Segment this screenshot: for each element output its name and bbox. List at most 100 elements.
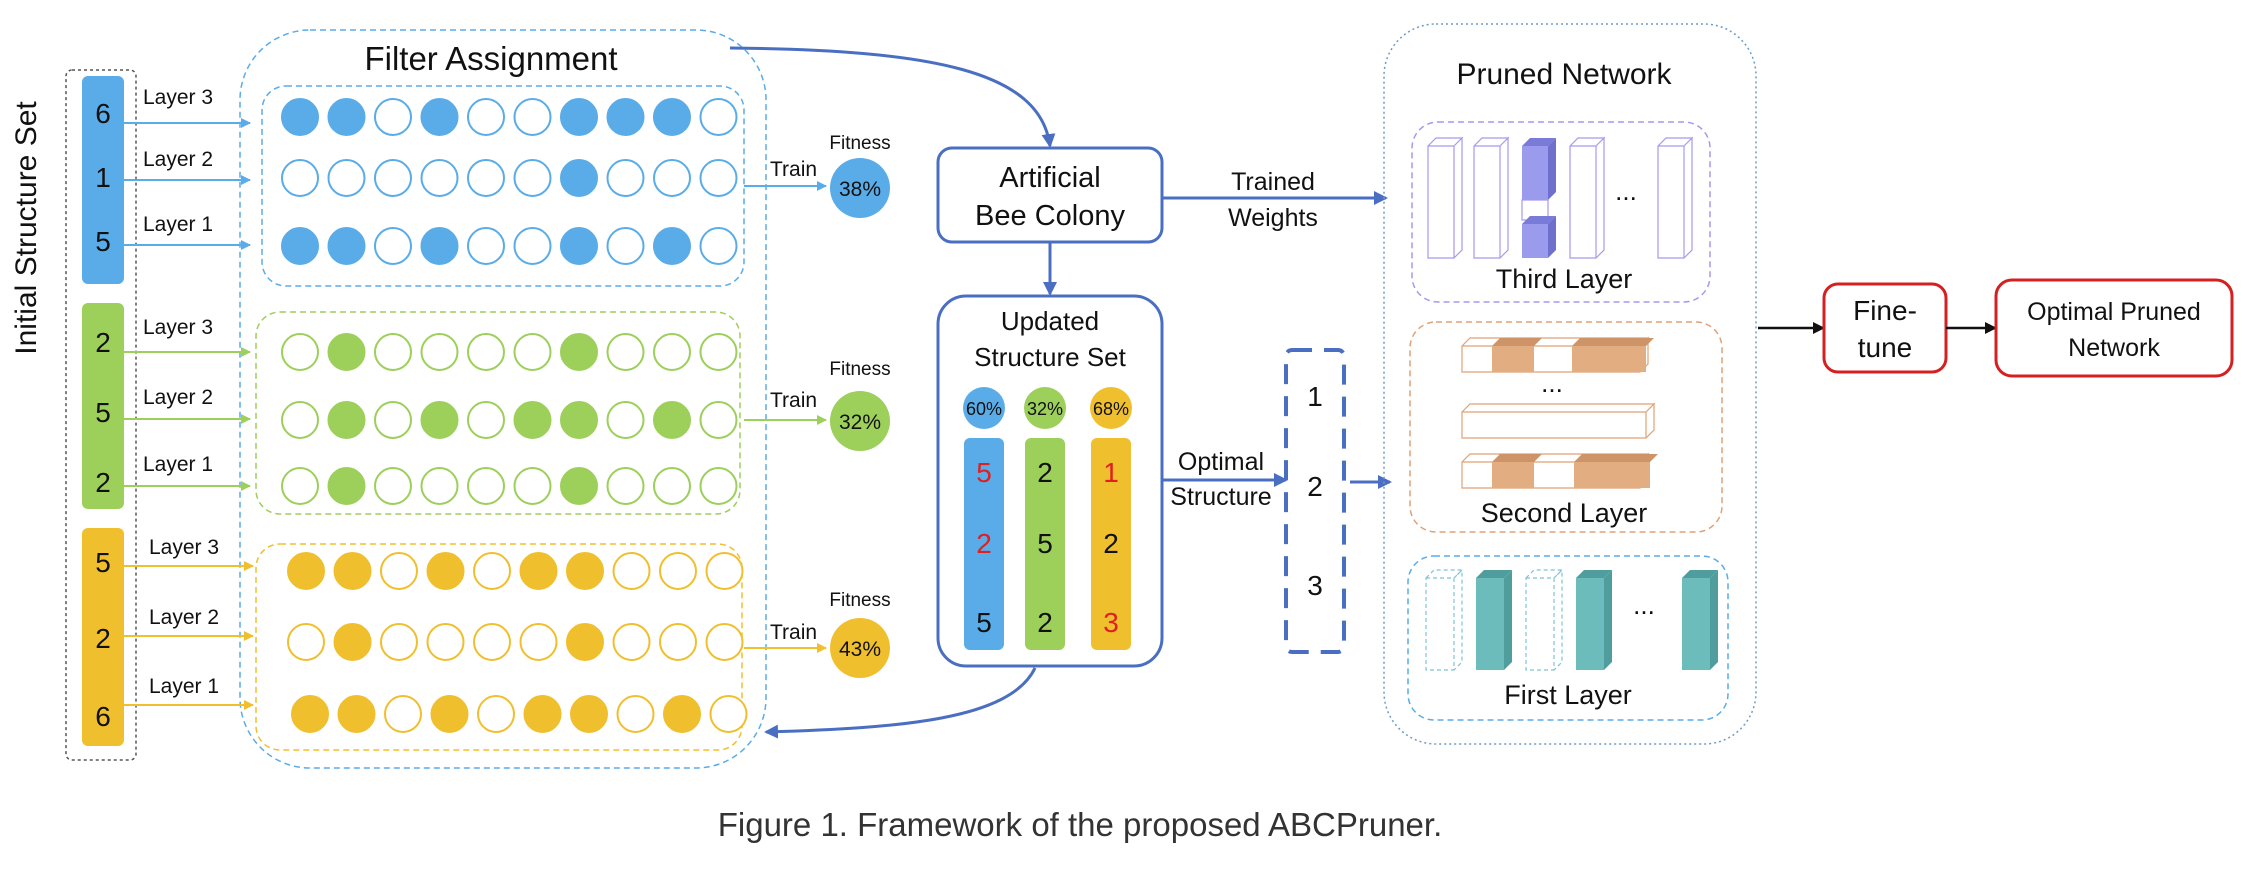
inactive-filter-circle — [606, 467, 645, 505]
train-label: Train — [770, 389, 817, 412]
active-filter-circle — [523, 695, 562, 733]
active-filter-circle — [281, 98, 319, 136]
inactive-filter-circle — [699, 98, 738, 136]
inactive-filter-circle — [467, 467, 505, 505]
active-filter-circle — [337, 695, 376, 733]
updated-bar-blue — [964, 438, 1004, 650]
active-filter-circle — [420, 227, 459, 265]
filter-slot — [1425, 568, 1464, 671]
trained-weights-line2: Weights — [1228, 204, 1318, 232]
updated-set-value: 5 — [976, 457, 992, 488]
active-filter-circle — [560, 333, 598, 371]
third-layer-filters: ... — [1427, 136, 1694, 259]
initial-set-value: 5 — [95, 226, 111, 257]
active-filter-circle — [560, 98, 598, 136]
inactive-filter-circle — [709, 695, 748, 733]
layer-label: Layer 1 — [143, 213, 213, 236]
inactive-filter-circle — [699, 333, 738, 371]
inactive-filter-circle — [327, 159, 366, 197]
inactive-filter-circle — [374, 227, 412, 265]
inactive-filter-circle — [384, 695, 422, 733]
kept-filter-top — [1522, 138, 1556, 146]
inactive-filter-circle — [467, 227, 505, 265]
first-layer-label: First Layer — [1504, 680, 1632, 710]
kept-filter-side — [1548, 216, 1556, 258]
active-filter-circle — [570, 695, 608, 733]
updated-bar-green — [1025, 438, 1065, 650]
layer-label: Layer 1 — [149, 675, 219, 698]
active-filter-circle — [653, 401, 691, 439]
filter-assignment: Filter Assignment — [239, 29, 767, 769]
layer-label: Layer 3 — [149, 536, 219, 559]
inactive-filter-circle — [374, 467, 412, 505]
kept-filter-side — [1710, 570, 1718, 670]
inactive-filter-circle — [519, 623, 558, 661]
filter-slot — [1525, 568, 1564, 671]
inactive-filter-circle — [467, 159, 505, 197]
initial-structure-set-label: Initial Structure Set — [10, 101, 43, 355]
inactive-filter-circle — [420, 467, 459, 505]
inactive-filter-circle — [380, 552, 418, 590]
trained-weights-line1: Trained — [1231, 168, 1315, 196]
inactive-filter-circle — [281, 401, 319, 439]
finetune-stage: Fine- tune Optimal Pruned Network — [1758, 278, 2234, 378]
inactive-filter-circle — [606, 159, 645, 197]
initial-structure-set: Initial Structure Set 6 1 5 2 5 2 5 2 6 — [10, 69, 137, 761]
inactive-filter-circle — [380, 623, 418, 661]
artificial-bee-colony-box: Artificial Bee Colony — [936, 146, 1164, 244]
inactive-filter-circle — [653, 333, 691, 371]
updated-structure-set: Updated Structure Set 60% 32% 68% 525252… — [936, 294, 1164, 668]
inactive-filter-circle — [612, 552, 651, 590]
kept-filter — [1522, 224, 1548, 258]
inactive-filter-circle — [287, 623, 325, 661]
active-filter-circle — [333, 623, 372, 661]
active-filter-circle — [327, 227, 366, 265]
inactive-filter-circle — [374, 159, 412, 197]
fitness-value: 38% — [839, 178, 881, 201]
initial-set-yellow-bar — [82, 528, 124, 746]
kept-filter-top — [1682, 570, 1718, 578]
updated-set-value: 5 — [976, 607, 992, 638]
inactive-filter-circle — [467, 333, 505, 371]
inactive-filter-circle — [467, 98, 505, 136]
optimal-pruned-network-box — [1994, 278, 2234, 378]
inactive-filter-circle — [281, 467, 319, 505]
layer-label: Layer 2 — [149, 606, 219, 629]
active-filter-circle — [560, 227, 598, 265]
pruned-network-frame — [1383, 23, 1757, 745]
inactive-filter-circle — [513, 159, 552, 197]
initial-set-value: 5 — [95, 547, 111, 578]
inactive-filter-circle — [705, 623, 744, 661]
inactive-filter-circle — [513, 227, 552, 265]
initial-set-value: 1 — [95, 162, 111, 193]
optimal-pruned-label-line2: Network — [2068, 334, 2160, 362]
updated-pct: 32% — [1027, 399, 1063, 419]
updated-set-title-line1: Updated — [1001, 306, 1099, 336]
kept-filter — [1682, 578, 1710, 670]
third-layer-label: Third Layer — [1496, 264, 1633, 294]
updated-bar-yellow — [1091, 438, 1131, 650]
filter-slot — [1461, 402, 1656, 439]
fitness-panel: Train Train Train Fitness Fitness Fitnes… — [744, 133, 891, 678]
second-layer-frame — [1409, 321, 1723, 533]
updated-set-value: 1 — [1103, 457, 1119, 488]
kept-filter-side — [1548, 138, 1556, 200]
inactive-filter-circle — [473, 552, 511, 590]
active-filter-circle — [327, 467, 366, 505]
active-filter-circle — [653, 98, 691, 136]
updated-set-value: 3 — [1103, 607, 1119, 638]
active-filter-circle — [519, 552, 558, 590]
optimal-pruned-label-line1: Optimal Pruned — [2027, 298, 2201, 326]
pruned-network-title: Pruned Network — [1456, 58, 1672, 91]
filter-slot — [1473, 136, 1510, 259]
kept-filter — [1576, 578, 1604, 670]
layer-label: Layer 3 — [143, 316, 213, 339]
first-layer-frame — [1407, 555, 1729, 721]
initial-set-blue-bar — [82, 76, 124, 284]
active-filter-circle — [333, 552, 372, 590]
kept-filter-top — [1576, 570, 1612, 578]
active-filter-circle — [560, 401, 598, 439]
fitness-circle-blue — [830, 158, 890, 218]
